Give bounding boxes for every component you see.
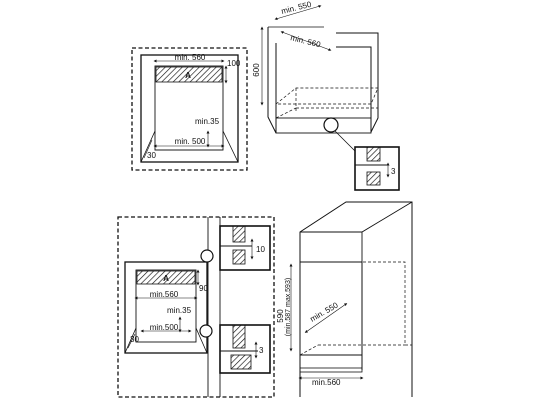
- top-detail-inset: 3: [354, 146, 400, 191]
- dim-depth-text: 30: [130, 335, 139, 344]
- ventilation-strip-a: [155, 66, 223, 83]
- dim-bottom-text: min. 500: [175, 137, 206, 146]
- niche-floor-diag: [299, 344, 319, 356]
- cabinet-outline: [299, 201, 413, 397]
- dim-width-text: min.560: [312, 378, 341, 387]
- upper-callout-circle: [200, 249, 214, 263]
- ventilation-strip-a: [136, 270, 196, 285]
- dim-width-text: min.560: [150, 290, 179, 299]
- oven-hidden-edge: [275, 107, 297, 119]
- detail-dim-text: 10: [256, 245, 265, 254]
- dim-line-depth: [274, 4, 322, 21]
- cabinet-left-side: [267, 27, 277, 134]
- plinth-bottom: [299, 367, 363, 373]
- top-right-cabinet: min. 550 min. 560 600: [252, 0, 379, 153]
- dim-depth-text: 30: [147, 151, 156, 160]
- dashed-outline: [131, 47, 248, 171]
- cabinet-outline: [140, 54, 239, 163]
- bottom-right-tall-cabinet: 590 (min.587 max.593) min. 550 min.560: [276, 201, 413, 397]
- cutout-opening: [135, 269, 197, 343]
- floor-right: [222, 130, 239, 163]
- dim-gap-text: min.35: [167, 306, 192, 315]
- cabinet-right-side: [336, 32, 379, 133]
- dashed-outline: [117, 216, 275, 398]
- lower-callout-circle: [199, 324, 213, 338]
- detail-hatch-lower: [366, 171, 381, 186]
- dim-line-width: [280, 31, 332, 51]
- dim-gap-text: min.35: [195, 117, 220, 126]
- bottom-upper-detail: 10: [219, 225, 271, 271]
- top-left-cutout-panel: A min. 560 100 min.35 min. 500 30: [131, 47, 248, 171]
- detail-dim-text: 3: [391, 167, 396, 176]
- dim-height-outer-text: 590: [276, 309, 285, 323]
- detail-callout-circle: [323, 117, 339, 133]
- detail-dim-text: 3: [259, 346, 264, 355]
- cabinet-outline: [124, 261, 208, 354]
- dim-line-depth: [304, 303, 348, 333]
- dim-width-text: min. 560: [175, 53, 206, 62]
- dim-line-depth: [143, 139, 153, 159]
- label-a: A: [185, 71, 191, 80]
- detail-hatch-upper: [232, 324, 246, 349]
- plinth-front: [275, 117, 372, 134]
- dim-depth-text: min. 550: [280, 0, 312, 16]
- dim-width-text: min. 560: [290, 33, 322, 49]
- label-a: A: [163, 274, 169, 283]
- dim-height-text: 600: [252, 63, 261, 77]
- detail-hatch-upper: [232, 225, 246, 243]
- dim-bottom-text: min.500: [150, 323, 179, 332]
- dim-height-text: 100: [227, 59, 241, 68]
- cabinet-top-edge: [300, 201, 413, 233]
- dim-height-inner-text: (min.587 max.593): [285, 278, 292, 336]
- detail-hatch-lower: [232, 249, 246, 265]
- dim-line-depth: [127, 333, 136, 349]
- floor-right: [195, 327, 208, 354]
- detail-hatch-lower: [230, 354, 252, 370]
- dim-depth-text: min. 550: [309, 300, 341, 323]
- floor-left: [140, 130, 156, 163]
- floor-left: [124, 327, 137, 354]
- detail-leader: [334, 130, 357, 153]
- oven-hidden-outline: [275, 87, 379, 105]
- detail-hatch-upper: [366, 146, 381, 162]
- bottom-lower-detail: 3: [219, 324, 271, 374]
- dim-height-text: 90: [199, 284, 208, 293]
